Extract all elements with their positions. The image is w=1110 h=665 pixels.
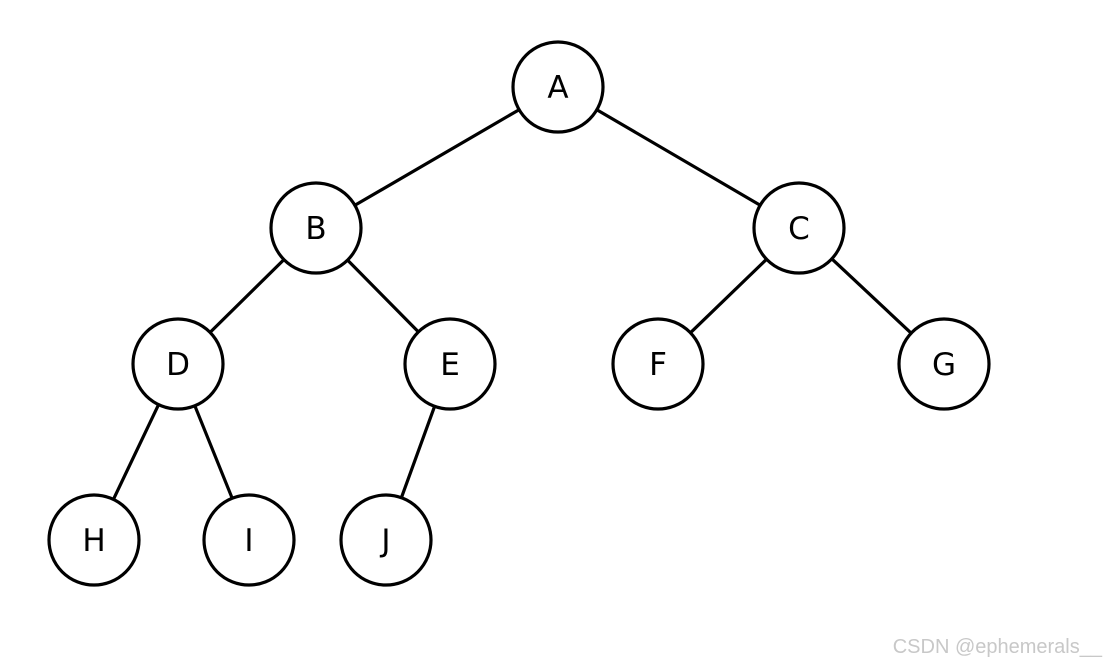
edge-d-i bbox=[193, 404, 234, 500]
node-circle-e bbox=[403, 317, 497, 411]
node-label-h: H bbox=[82, 523, 105, 559]
node-label-b: B bbox=[305, 211, 326, 247]
tree-node-c: C bbox=[752, 181, 846, 275]
node-label-e: E bbox=[440, 347, 460, 383]
edge-c-g bbox=[830, 257, 913, 335]
tree-node-f: F bbox=[611, 317, 705, 411]
edge-a-c bbox=[595, 108, 762, 207]
tree-nodes: A B C D E F G H I J bbox=[47, 40, 991, 587]
tree-node-g: G bbox=[897, 317, 991, 411]
tree-node-d: D bbox=[131, 317, 225, 411]
edge-a-b bbox=[353, 108, 521, 207]
node-label-i: I bbox=[244, 523, 253, 559]
watermark-text: CSDN @ephemerals__ bbox=[892, 636, 1102, 658]
node-circle-c bbox=[752, 181, 846, 275]
tree-node-j: J bbox=[339, 493, 433, 587]
tree-node-h: H bbox=[47, 493, 141, 587]
edge-b-e bbox=[346, 258, 420, 334]
node-circle-a bbox=[511, 40, 605, 134]
node-label-j: J bbox=[379, 523, 390, 559]
tree-node-i: I bbox=[202, 493, 296, 587]
node-circle-f bbox=[611, 317, 705, 411]
node-circle-d bbox=[131, 317, 225, 411]
node-circle-b bbox=[269, 181, 363, 275]
tree-node-a: A bbox=[511, 40, 605, 134]
node-circle-g bbox=[897, 317, 991, 411]
node-circle-h bbox=[47, 493, 141, 587]
node-circle-j bbox=[339, 493, 433, 587]
edge-c-f bbox=[688, 257, 769, 335]
tree-node-e: E bbox=[403, 317, 497, 411]
edge-d-h bbox=[111, 403, 161, 501]
node-label-f: F bbox=[649, 347, 667, 383]
tree-edges bbox=[111, 108, 913, 501]
tree-node-b: B bbox=[269, 181, 363, 275]
edge-b-d bbox=[208, 258, 286, 334]
node-label-d: D bbox=[166, 347, 190, 383]
node-label-c: C bbox=[788, 211, 810, 247]
node-label-g: G bbox=[932, 347, 956, 383]
node-label-a: A bbox=[547, 70, 568, 106]
node-circle-i bbox=[202, 493, 296, 587]
edge-e-j bbox=[399, 404, 437, 500]
